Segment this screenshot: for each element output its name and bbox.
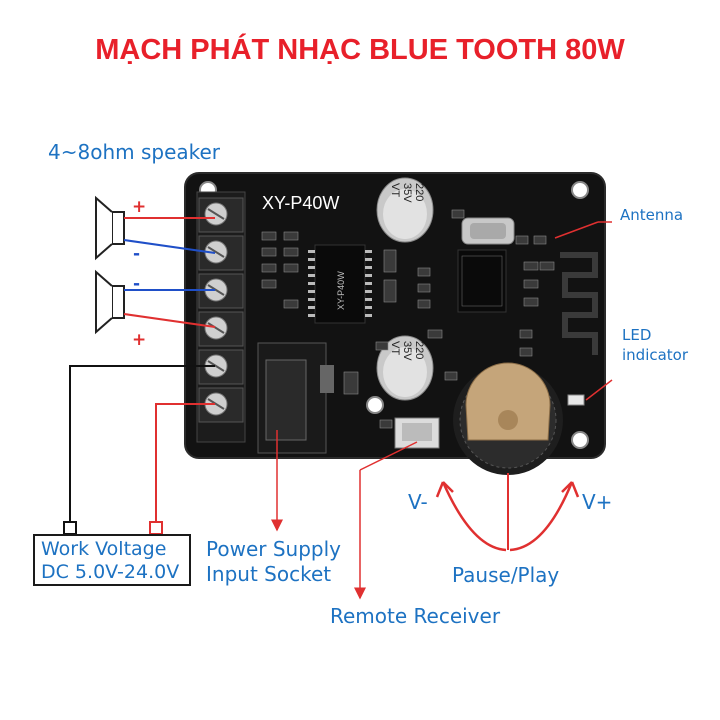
work-voltage-line2: DC 5.0V-24.0V bbox=[41, 561, 180, 583]
connector-red bbox=[149, 521, 163, 535]
dc-power-socket bbox=[257, 342, 334, 454]
chip-pins bbox=[308, 250, 372, 317]
crystal-oscillator bbox=[461, 217, 515, 245]
speaker-2-icon bbox=[95, 269, 125, 335]
speaker-2-minus-sign: - bbox=[133, 274, 141, 294]
speaker-2-plus-sign: + bbox=[132, 330, 147, 350]
power-wires bbox=[63, 365, 215, 535]
capacitor-bottom bbox=[376, 335, 434, 401]
cap-bottom-brand: VT bbox=[389, 341, 401, 355]
speaker-1-icon bbox=[95, 195, 125, 261]
board-model-label: XY-P40W bbox=[262, 193, 339, 213]
ir-receiver bbox=[394, 417, 440, 449]
page-title: MẠCH PHÁT NHẠC BLUE TOOTH 80W bbox=[95, 34, 625, 66]
pause-play-label: Pause/Play bbox=[452, 563, 560, 587]
pcb-antenna bbox=[560, 252, 598, 355]
volume-down-label: V- bbox=[408, 490, 428, 514]
mount-hole bbox=[571, 181, 589, 199]
led-label-line2: indicator bbox=[622, 346, 689, 364]
led-indicator bbox=[567, 394, 585, 406]
capacitor-top bbox=[376, 177, 434, 243]
amplifier-chip bbox=[308, 244, 372, 324]
speaker-1-minus-sign: - bbox=[133, 244, 141, 264]
chip-label: XY-P40W bbox=[336, 271, 346, 310]
cap-bottom-voltage: 35V bbox=[401, 341, 413, 361]
mount-hole bbox=[571, 431, 589, 449]
cap-top-voltage: 35V bbox=[401, 183, 413, 203]
cap-top-brand: VT bbox=[389, 183, 401, 197]
power-supply-label-line2: Input Socket bbox=[206, 562, 332, 586]
volume-up-label: V+ bbox=[582, 490, 613, 514]
cap-bottom-value: 220 bbox=[413, 341, 425, 359]
work-voltage-box: Work Voltage DC 5.0V-24.0V bbox=[33, 534, 191, 586]
speaker-label: 4~8ohm speaker bbox=[48, 140, 221, 164]
speaker-wires bbox=[123, 217, 216, 328]
cap-top-value: 220 bbox=[413, 183, 425, 201]
smd-components bbox=[261, 209, 555, 429]
mount-hole bbox=[366, 396, 384, 414]
connector-black bbox=[63, 521, 77, 535]
antenna-label: Antenna bbox=[620, 206, 684, 224]
speaker-1-plus-sign: + bbox=[132, 197, 147, 217]
bluetooth-chip bbox=[457, 249, 507, 313]
power-supply-label-line1: Power Supply bbox=[206, 537, 341, 561]
led-label-line1: LED bbox=[622, 326, 652, 344]
rotary-knob bbox=[453, 362, 563, 475]
terminal-block bbox=[196, 191, 246, 443]
remote-receiver-label: Remote Receiver bbox=[330, 604, 501, 628]
work-voltage-line1: Work Voltage bbox=[41, 538, 167, 560]
volume-arrows bbox=[435, 481, 580, 552]
pointer-lines bbox=[271, 221, 613, 600]
